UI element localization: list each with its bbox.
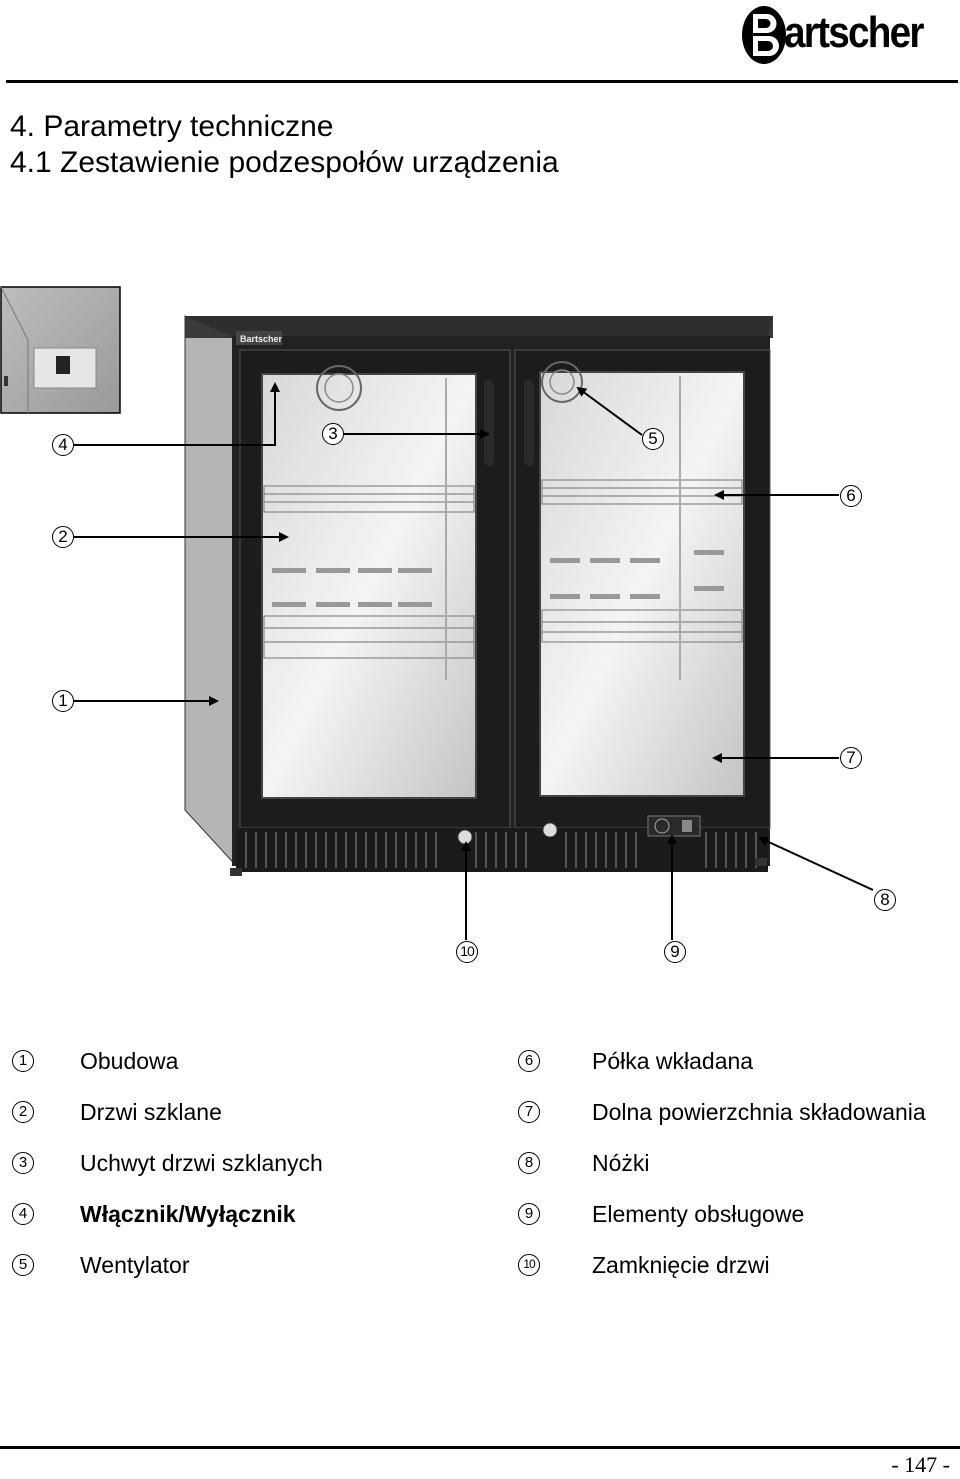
legend-number: 6: [518, 1050, 540, 1072]
legend-item-2: 2 Drzwi szklane: [12, 1099, 472, 1129]
legend-label: Nóżki: [592, 1150, 650, 1176]
callout-4: 4: [52, 434, 74, 456]
brand-logo-mark: [742, 6, 786, 64]
refrigerator-figure: Bartscher: [0, 280, 960, 980]
refrigerator-illustration: Bartscher: [0, 286, 874, 940]
legend-item-1: 1 Obudowa: [12, 1048, 472, 1078]
legend-item-9: 9 Elementy obsługowe: [518, 1201, 948, 1231]
legend-item-8: 8 Nóżki: [518, 1150, 948, 1180]
legend-item-3: 3 Uchwyt drzwi szklanych: [12, 1150, 472, 1180]
brand-logo-text: artscher: [784, 8, 925, 57]
page-number: - 147 -: [891, 1452, 950, 1477]
callout-1: 1: [52, 690, 74, 712]
callout-10: 10: [456, 941, 478, 963]
legend-label: Dolna powierzchnia składowania: [592, 1099, 926, 1125]
legend-label: Zamknięcie drzwi: [592, 1252, 770, 1278]
callout-6: 6: [840, 485, 862, 507]
callout-5: 5: [642, 428, 664, 450]
legend-label: Uchwyt drzwi szklanych: [80, 1150, 323, 1176]
brand-logo: artscher: [740, 2, 952, 72]
legend-item-4: 4 Włącznik/Wyłącznik: [12, 1201, 472, 1231]
callout-2: 2: [52, 526, 74, 548]
section-heading: 4. Parametry techniczne: [10, 110, 334, 143]
legend-item-5: 5 Wentylator: [12, 1252, 472, 1282]
legend-number: 8: [518, 1152, 540, 1174]
callout-8: 8: [874, 889, 896, 911]
switch-detail-inset: [0, 286, 121, 414]
legend-number: 9: [518, 1203, 540, 1225]
legend-number: 3: [12, 1152, 34, 1174]
callout-7: 7: [840, 747, 862, 769]
subsection-heading: 4.1 Zestawienie podzespołów urządzenia: [10, 146, 559, 179]
legend-number: 5: [12, 1254, 34, 1276]
legend-item-7: 7 Dolna powierzchnia składowania: [518, 1099, 948, 1129]
legend-number: 4: [12, 1203, 34, 1225]
legend-number: 1: [12, 1050, 34, 1072]
legend-label: Elementy obsługowe: [592, 1201, 805, 1227]
legend-item-10: 10 Zamknięcie drzwi: [518, 1252, 948, 1282]
legend-number: 7: [518, 1101, 540, 1123]
legend-item-6: 6 Półka wkładana: [518, 1048, 948, 1078]
footer-rule: [0, 1446, 960, 1449]
legend-label: Obudowa: [80, 1048, 179, 1074]
legend-number: 2: [12, 1101, 34, 1123]
legend-label: Półka wkładana: [592, 1048, 754, 1074]
header-rule: [6, 80, 958, 83]
legend-label: Wentylator: [80, 1252, 190, 1278]
legend-label: Włącznik/Wyłącznik: [80, 1201, 296, 1227]
legend-number: 10: [518, 1254, 540, 1276]
callout-3: 3: [322, 423, 344, 445]
svg-text:Bartscher: Bartscher: [240, 334, 283, 344]
legend-label: Drzwi szklane: [80, 1099, 222, 1125]
callout-9: 9: [664, 941, 686, 963]
